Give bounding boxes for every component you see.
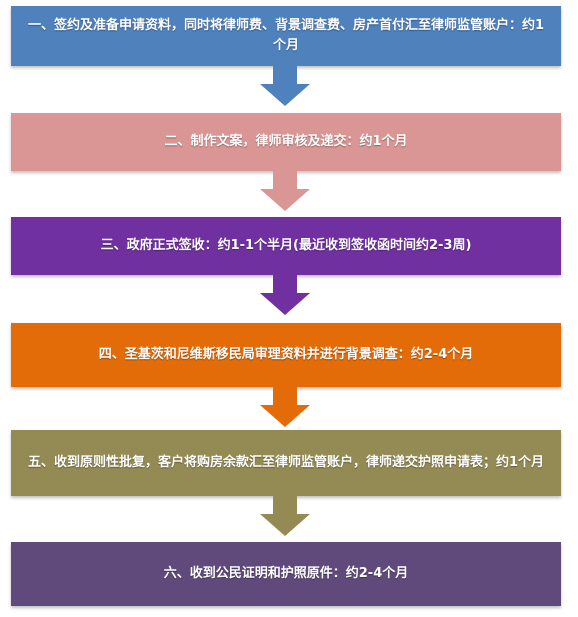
step-1-box: 一、签约及准备申请资料，同时将律师费、背景调查费、房产首付汇至律师监管账户：约1…	[11, 6, 561, 66]
step-4-box: 四、圣基茨和尼维斯移民局审理资料并进行背景调查：约2-4个月	[11, 323, 561, 387]
step-5-box: 五、收到原则性批复，客户将购房余款汇至律师监管账户，律师递交护照申请表；约1个月	[11, 430, 561, 496]
step-6-box: 六、收到公民证明和护照原件：约2-4个月	[11, 542, 561, 606]
down-arrow-icon	[260, 496, 310, 536]
down-arrow-icon	[260, 66, 310, 106]
step-3-box: 三、政府正式签收：约1-1个半月(最近收到签收函时间约2-3周)	[11, 217, 561, 275]
step-2-box: 二、制作文案，律师审核及递交：约1个月	[11, 113, 561, 171]
down-arrow-icon	[260, 387, 310, 427]
down-arrow-icon	[260, 275, 310, 315]
down-arrow-icon	[260, 171, 310, 211]
